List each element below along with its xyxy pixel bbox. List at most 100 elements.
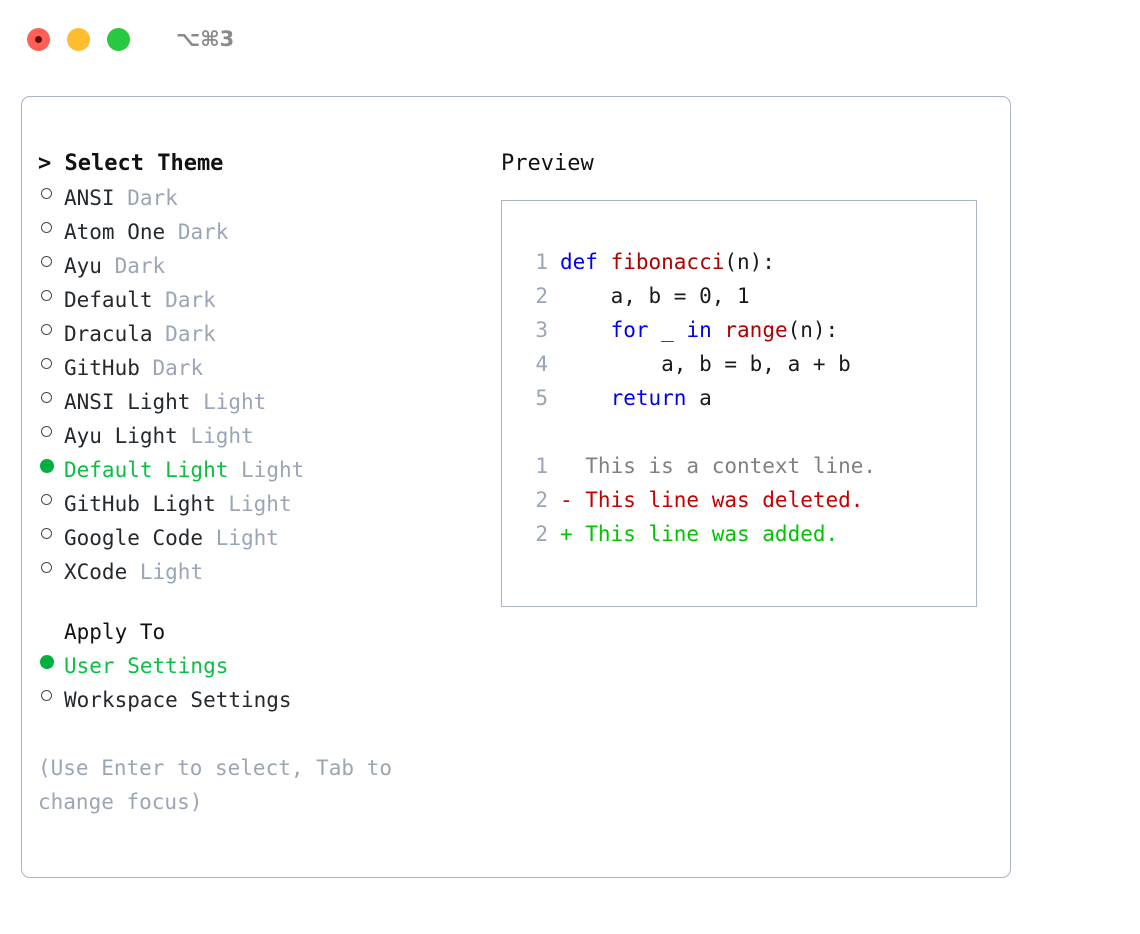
line-number: 5	[535, 386, 548, 410]
spacer	[140, 351, 153, 385]
spacer	[165, 215, 178, 249]
apply-to-bullet-placeholder	[38, 615, 64, 649]
code-text: a, b = 0, 1	[560, 279, 750, 313]
line-number: 3	[535, 318, 548, 342]
radio-mark	[41, 392, 52, 403]
code-line: 1 def fibonacci(n):	[522, 245, 876, 279]
theme-mode-badge: Dark	[177, 220, 229, 244]
radio-mark	[41, 528, 52, 539]
radio-mark	[41, 494, 52, 505]
diff-line: 1 This is a context line.	[522, 449, 876, 483]
code-token: return	[610, 386, 700, 410]
radio-mark	[41, 324, 52, 335]
diff-lines: 1 This is a context line.2- This line wa…	[522, 449, 876, 551]
keyboard-hint-text: (Use Enter to select, Tab to change focu…	[38, 756, 405, 814]
apply-to-item[interactable]: User Settings	[38, 649, 478, 683]
theme-list-item[interactable]: Google Code Light	[38, 521, 478, 555]
theme-list-item[interactable]: Dracula Dark	[38, 317, 478, 351]
code-line: 3 for _ in range(n):	[522, 313, 876, 347]
radio-mark	[41, 358, 52, 369]
line-number: 2	[535, 284, 548, 308]
theme-name: Default	[64, 288, 153, 312]
diff-text: + This line was added.	[560, 522, 839, 546]
theme-name: Ayu Light	[64, 424, 178, 448]
theme-list-item[interactable]: XCode Light	[38, 555, 478, 589]
theme-name: ANSI	[64, 186, 115, 210]
code-token	[560, 386, 611, 410]
spacer	[153, 283, 166, 317]
code-text: def fibonacci(n):	[560, 245, 775, 279]
close-button[interactable]	[27, 27, 50, 51]
minimize-button[interactable]	[67, 27, 90, 51]
radio-mark	[41, 222, 52, 233]
theme-name: Default Light	[64, 458, 229, 482]
diff-line: 2 + This line was added.	[522, 517, 876, 551]
theme-name: Dracula	[64, 322, 153, 346]
code-token: for	[610, 318, 662, 342]
theme-list-item[interactable]: Ayu Dark	[38, 249, 478, 283]
diff-line: 2- This line was deleted.	[522, 483, 876, 517]
window-controls	[27, 27, 130, 51]
line-number: 1	[535, 250, 548, 274]
code-text: return a	[560, 381, 712, 415]
radio-mark	[40, 459, 54, 473]
code-line: 2 a, b = 0, 1	[522, 279, 876, 313]
radio-mark	[41, 188, 52, 199]
code-line: 4 a, b = b, a + b	[522, 347, 876, 381]
apply-to-item[interactable]: Workspace Settings	[38, 683, 478, 717]
code-token	[560, 318, 611, 342]
theme-name: GitHub	[64, 356, 140, 380]
apply-to-label: User Settings	[64, 654, 229, 678]
keyboard-shortcut-label: ⌥⌘3	[176, 27, 235, 51]
theme-list-item[interactable]: Ayu Light Light	[38, 419, 478, 453]
theme-mode-badge: Light	[241, 458, 305, 482]
theme-list-item[interactable]: ANSI Light Light	[38, 385, 478, 419]
apply-to-label: Workspace Settings	[64, 688, 292, 712]
code-token: (n):	[724, 250, 775, 274]
code-token: a, b = 0, 1	[560, 284, 750, 308]
theme-list-item[interactable]: GitHub Dark	[38, 351, 478, 385]
theme-mode-badge: Dark	[152, 356, 204, 380]
code-token: _	[661, 318, 687, 342]
spacer	[228, 453, 241, 487]
theme-list-item[interactable]: Default Dark	[38, 283, 478, 317]
code-text: for _ in range(n):	[560, 313, 839, 347]
line-number: 2	[535, 522, 548, 546]
code-blank-line	[522, 415, 876, 449]
apply-to-header: Apply To	[64, 620, 166, 644]
code-token: def	[560, 250, 611, 274]
code-token: fibonacci	[610, 250, 725, 274]
theme-name: XCode	[64, 560, 128, 584]
diff-text: - This line was deleted.	[560, 488, 864, 512]
theme-list-item[interactable]: Default Light Light	[38, 453, 478, 487]
theme-list-item[interactable]: ANSI Dark	[38, 181, 478, 215]
theme-mode-badge: Dark	[114, 254, 166, 278]
line-number: 1	[535, 454, 548, 478]
radio-mark	[41, 690, 52, 701]
spacer	[115, 181, 128, 215]
theme-mode-badge: Light	[190, 424, 254, 448]
theme-mode-badge: Dark	[165, 288, 216, 312]
theme-mode-badge: Light	[215, 526, 279, 550]
theme-list-item[interactable]: Atom One Dark	[38, 215, 478, 249]
spacer	[190, 385, 203, 419]
code-token: in	[686, 318, 725, 342]
maximize-button[interactable]	[107, 27, 130, 51]
theme-mode-badge: Light	[228, 492, 292, 516]
theme-mode-badge: Light	[139, 560, 204, 584]
radio-mark	[40, 655, 54, 669]
theme-list-item[interactable]: GitHub Light Light	[38, 487, 478, 521]
theme-name: Google Code	[64, 526, 204, 550]
apply-to-header-row: Apply To	[38, 615, 478, 649]
radio-mark	[41, 562, 52, 573]
theme-name: GitHub Light	[64, 492, 216, 516]
radio-mark	[41, 290, 52, 301]
